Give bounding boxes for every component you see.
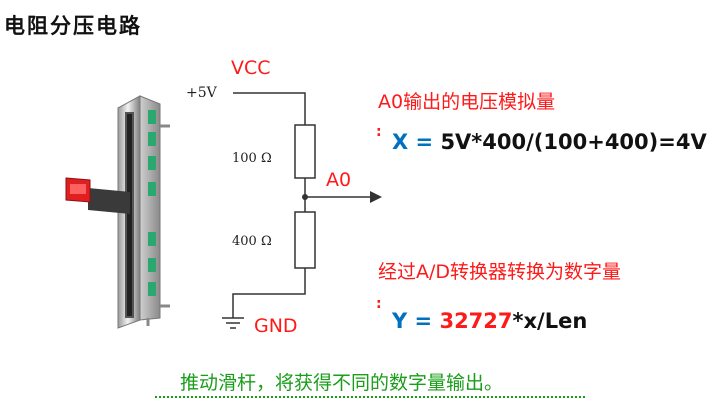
resistor-symbol-icon bbox=[294, 124, 316, 179]
formula-y-eq: = bbox=[414, 309, 433, 333]
slider-arm bbox=[88, 188, 130, 214]
arrow-right-icon bbox=[370, 191, 382, 203]
resistor-2-label: 400 Ω bbox=[232, 234, 272, 249]
supply-voltage-label: +5V bbox=[186, 85, 217, 101]
caption-text: 推动滑杆，将获得不同的数字量输出。 bbox=[180, 372, 504, 394]
formula-x-var: X bbox=[392, 130, 409, 154]
formula-y: Y = 32727*x/Len bbox=[392, 309, 587, 333]
slide-title: 电阻分压电路 bbox=[4, 14, 142, 38]
slider-tabs bbox=[148, 110, 156, 296]
junction-dot bbox=[302, 194, 308, 200]
analog-voltage-heading: A0输出的电压模拟量 bbox=[378, 91, 556, 113]
formula-y-rest: *x/Len bbox=[512, 309, 588, 333]
bullet-mark: : bbox=[376, 124, 382, 140]
resistor-symbol-icon bbox=[294, 211, 316, 269]
gnd-label: GND bbox=[254, 315, 298, 337]
vcc-label: VCC bbox=[231, 57, 271, 79]
slide-potentiometer-image bbox=[65, 95, 170, 329]
caption-underline bbox=[155, 396, 585, 398]
formula-x: X = 5V*400/(100+400)=4V bbox=[392, 130, 707, 154]
formula-y-var: Y bbox=[392, 309, 408, 333]
output-a0-label: A0 bbox=[326, 169, 352, 191]
formula-y-number: 32727 bbox=[439, 309, 513, 333]
ad-conversion-heading: 经过A/D转换器转换为数字量 bbox=[378, 261, 622, 283]
formula-x-expr: 5V*400/(100+400)=4V bbox=[440, 130, 707, 154]
formula-x-eq: = bbox=[415, 130, 434, 154]
resistor-1-label: 100 Ω bbox=[232, 151, 272, 166]
bullet-mark: : bbox=[376, 296, 382, 312]
ground-symbol-icon bbox=[222, 317, 244, 329]
